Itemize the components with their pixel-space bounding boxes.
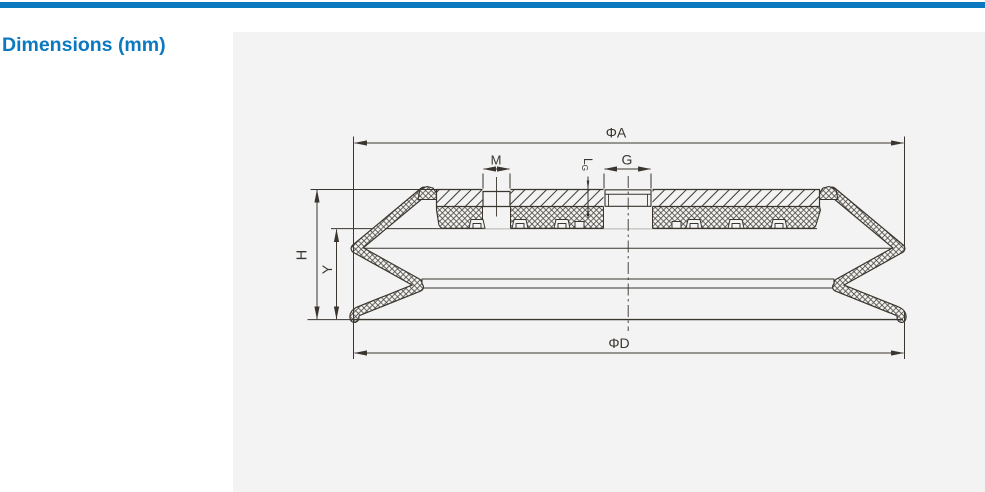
dim-y-label: Y: [319, 264, 335, 274]
dim-lg-label-main: L: [581, 158, 595, 165]
suction-cup-cross-section: [331, 176, 907, 331]
dim-m-label: M: [491, 153, 502, 168]
dim-lg-arrow-top: [586, 180, 590, 190]
dimension-annotations: [307, 136, 905, 359]
dim-lg-label-sub: G: [580, 165, 589, 171]
diagram-panel: ΦA M G LG H Y ΦD: [233, 32, 985, 492]
bellows-walls: [349, 186, 907, 323]
dim-lg-arrow-bottom: [586, 206, 590, 216]
dim-lg-label: LG: [580, 158, 595, 171]
page-title: Dimensions (mm): [2, 34, 166, 56]
dim-phi-d-label: ΦD: [608, 335, 629, 351]
dim-h-label: H: [295, 250, 311, 260]
dim-phi-a-label: ΦA: [606, 125, 627, 141]
top-accent-bar: [0, 2, 985, 8]
technical-drawing: ΦA M G LG H Y ΦD: [295, 125, 907, 359]
dim-g-label: G: [622, 152, 633, 168]
inner-cleats: [468, 219, 788, 229]
